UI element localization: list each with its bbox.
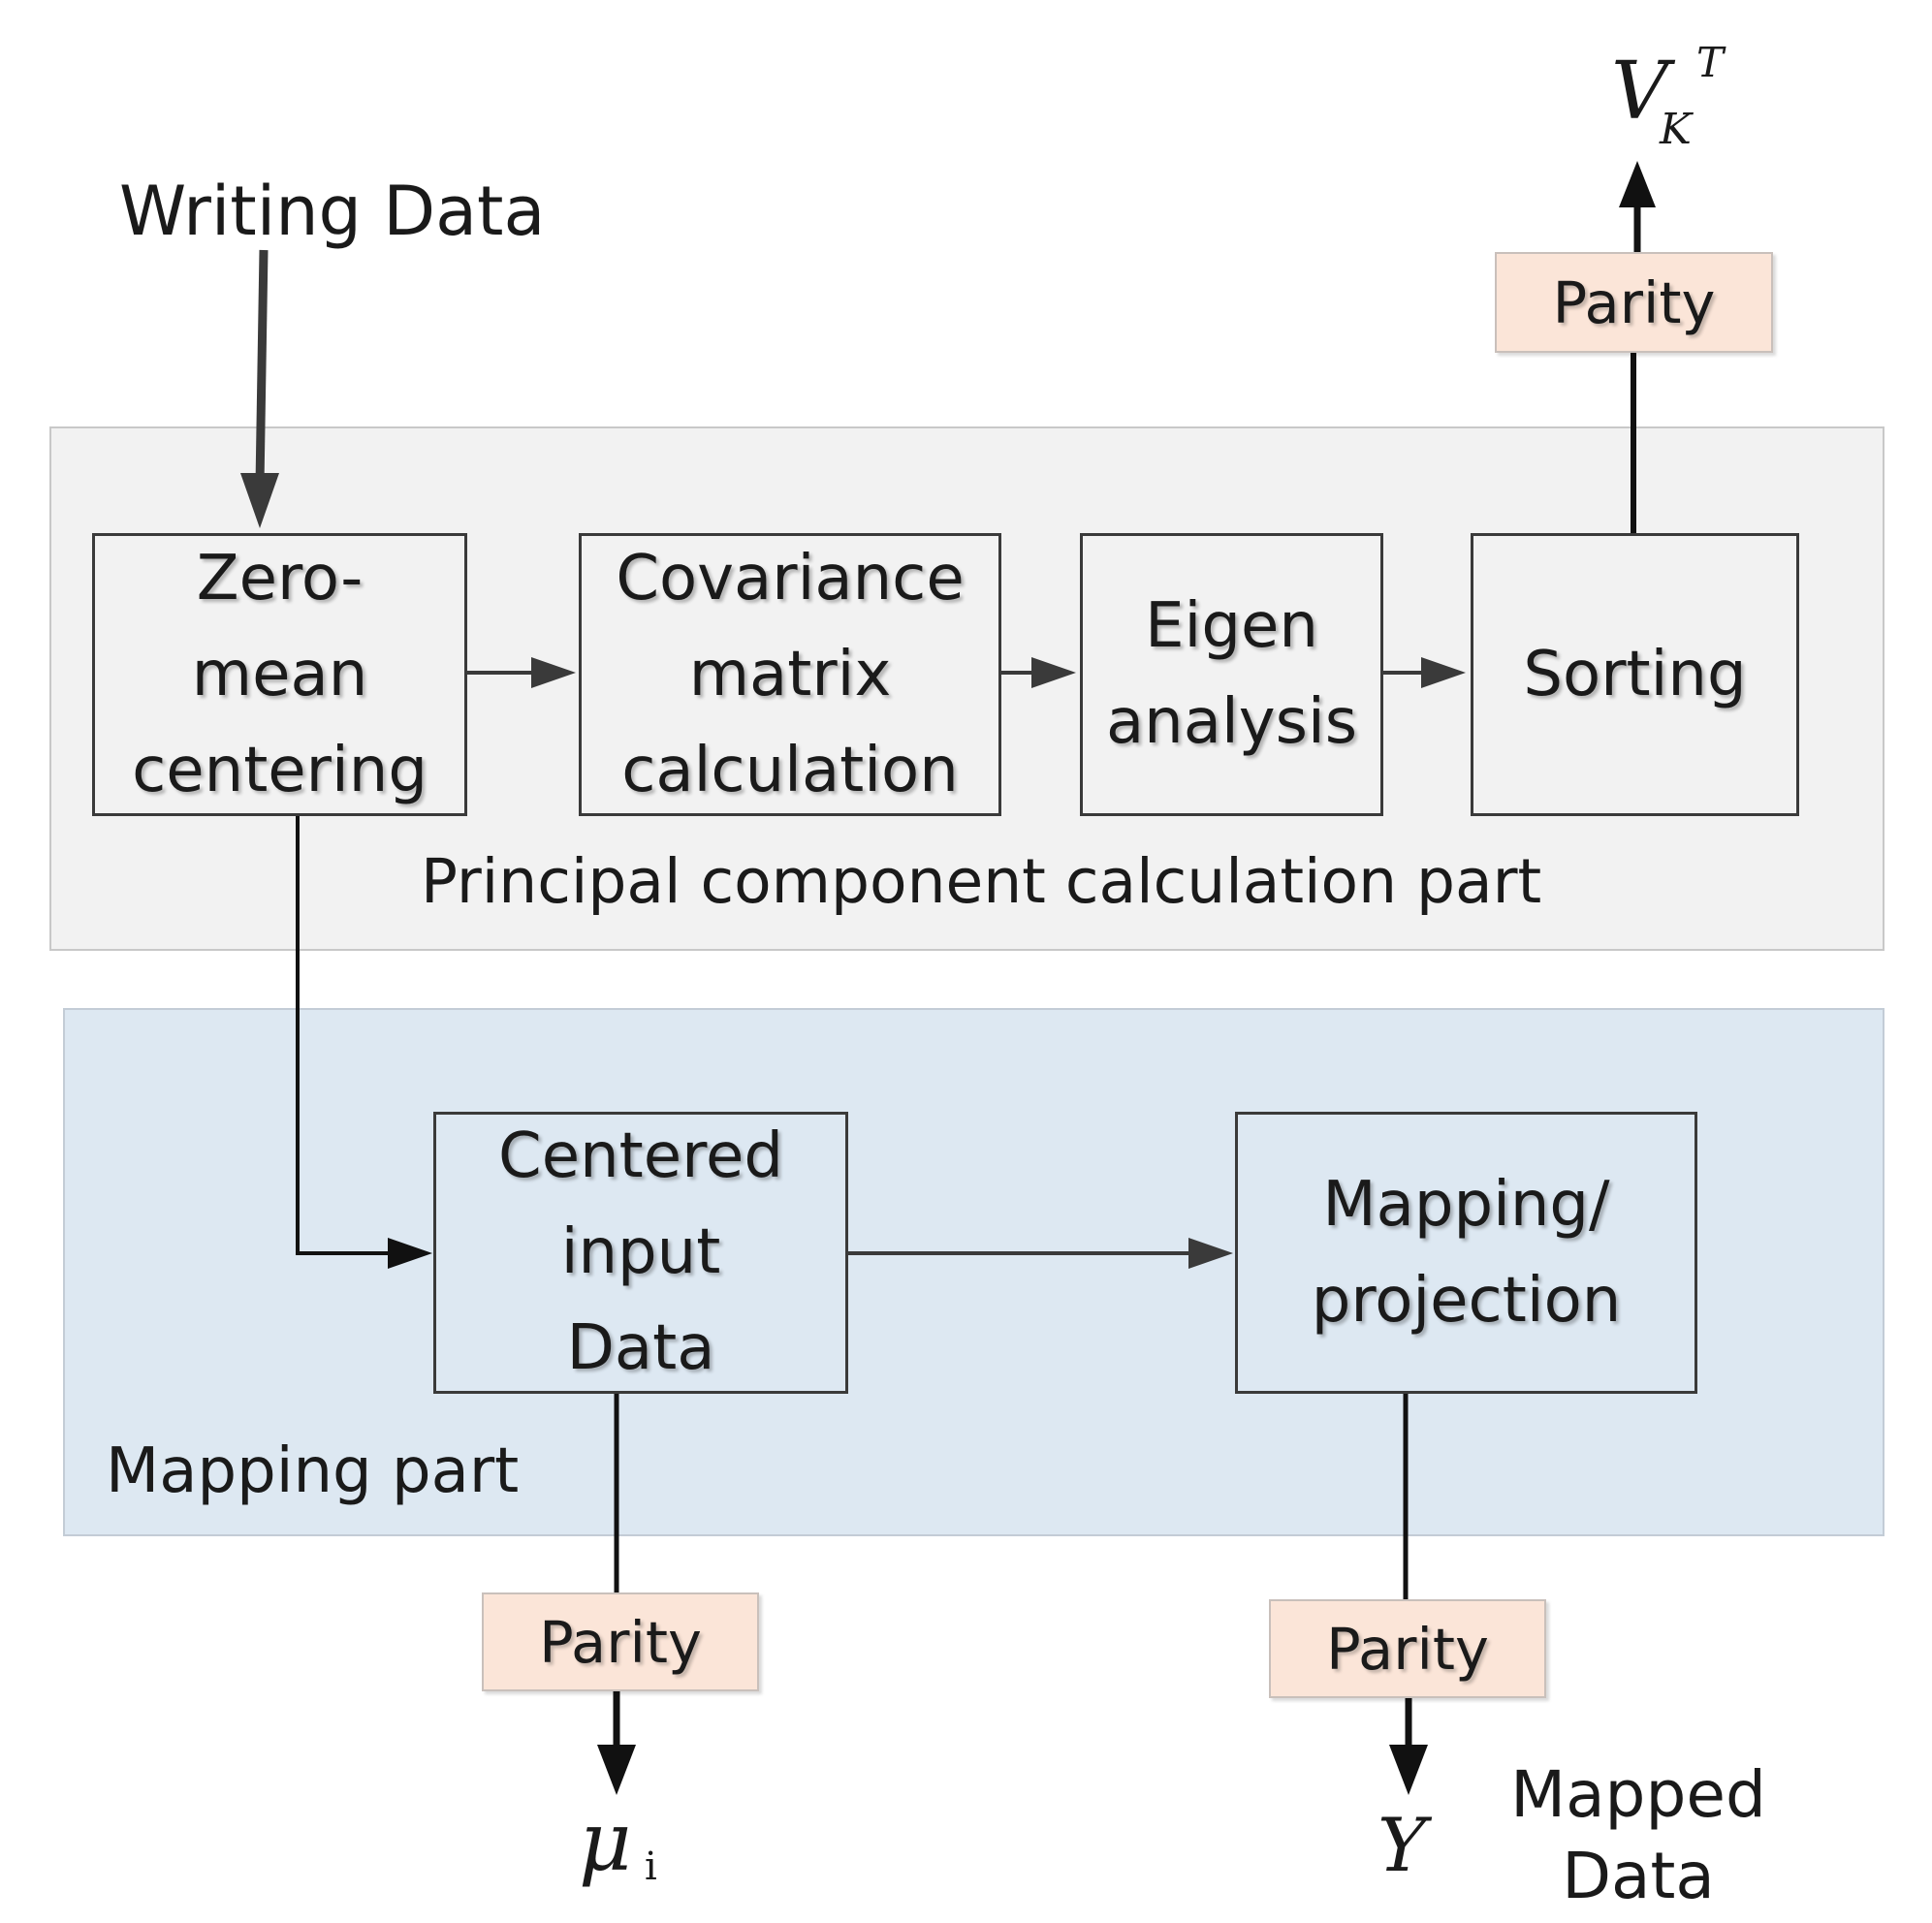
parity-top-label: Parity xyxy=(1552,268,1716,336)
parity-block-y: Parity xyxy=(1269,1599,1546,1698)
eigen-line-1: Eigen xyxy=(1145,590,1318,662)
mu-base: μ xyxy=(579,1794,632,1889)
writing-data-label: Writing Data xyxy=(119,172,546,251)
covariance-matrix-block: Covariance matrix calculation xyxy=(579,533,1001,816)
zero-mean-line-1: Zero- xyxy=(196,542,364,615)
mapped-data-label: Mapped Data xyxy=(1507,1754,1769,1917)
vk-superscript: T xyxy=(1696,39,1725,86)
centered-line-1: Centered xyxy=(498,1120,783,1192)
zero-mean-line-3: centering xyxy=(132,734,428,806)
arrowhead-vk xyxy=(1619,161,1656,207)
vk-subscript: K xyxy=(1660,105,1692,154)
centered-line-3: Data xyxy=(566,1312,715,1384)
y-symbol: Y xyxy=(1378,1802,1427,1888)
eigen-analysis-block: Eigen analysis xyxy=(1080,533,1383,816)
sorting-line-1: Sorting xyxy=(1523,638,1747,710)
mapped-data-line-1: Mapped xyxy=(1510,1757,1766,1832)
zero-mean-line-2: mean xyxy=(191,638,368,710)
eigen-line-2: analysis xyxy=(1105,686,1358,758)
covariance-line-2: matrix xyxy=(688,638,892,710)
zero-mean-centering-block: Zero- mean centering xyxy=(92,533,467,816)
parity-y-label: Parity xyxy=(1326,1615,1489,1683)
mapped-data-line-2: Data xyxy=(1562,1839,1715,1913)
mu-subscript: i xyxy=(645,1844,657,1889)
vk-base: V xyxy=(1611,46,1669,138)
pca-region-label: Principal component calculation part xyxy=(421,846,1542,917)
centered-input-data-block: Centered input Data xyxy=(433,1112,848,1394)
mapping-line-1: Mapping/ xyxy=(1322,1168,1610,1241)
centered-line-2: input xyxy=(560,1216,721,1288)
parity-block-top: Parity xyxy=(1495,252,1773,353)
mapping-projection-block: Mapping/ projection xyxy=(1235,1112,1697,1394)
arrowhead-y xyxy=(1389,1745,1428,1795)
parity-block-mu: Parity xyxy=(482,1592,759,1691)
sorting-block: Sorting xyxy=(1471,533,1799,816)
mapping-line-2: projection xyxy=(1311,1264,1622,1337)
covariance-line-1: Covariance xyxy=(616,542,965,615)
mapping-region-label: Mapping part xyxy=(106,1435,520,1507)
arrowhead-mu xyxy=(597,1745,636,1795)
parity-mu-label: Parity xyxy=(539,1608,702,1676)
covariance-line-3: calculation xyxy=(621,734,959,806)
